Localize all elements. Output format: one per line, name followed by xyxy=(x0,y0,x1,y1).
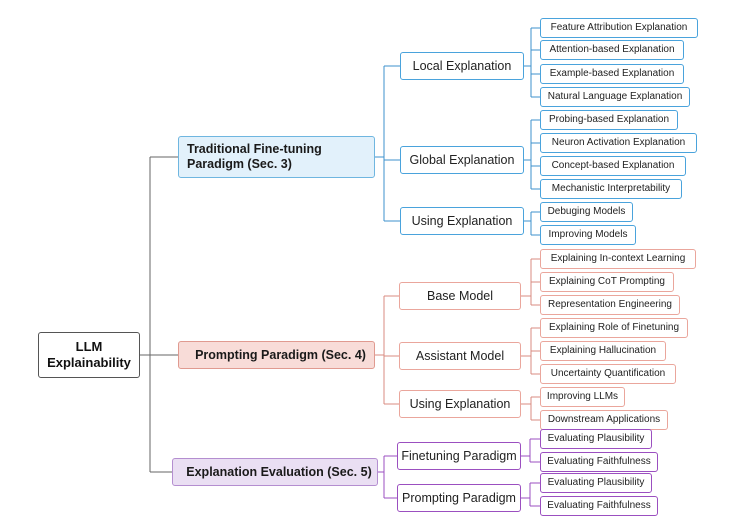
leaf-1-2-2-node-label: Neuron Activation Explanation xyxy=(551,137,686,148)
leaf-1-1-2-node: Attention-based Explanation xyxy=(540,40,684,60)
leaf-3-2-2-node: Evaluating Faithfulness xyxy=(540,496,658,516)
leaf-1-1-2-node-label: Attention-based Explanation xyxy=(549,44,675,55)
leaf-1-2-3-node-label: Concept-based Explanation xyxy=(551,160,675,171)
leaf-1-1-4-node: Natural Language Explanation xyxy=(540,87,690,107)
leaf-2-2-2-node: Explaining Hallucination xyxy=(540,341,666,361)
leaf-3-1-2-node-label: Evaluating Faithfulness xyxy=(547,456,651,467)
leaf-3-2-2-node-label: Evaluating Faithfulness xyxy=(547,500,651,511)
leaf-3-2-1-node-label: Evaluating Plausibility xyxy=(547,477,645,488)
leaf-1-2-2-node: Neuron Activation Explanation xyxy=(540,133,697,153)
branch-1-node: Traditional Fine-tuning Paradigm (Sec. 3… xyxy=(178,136,375,178)
root-node: LLM Explainability xyxy=(38,332,140,378)
branch-2-node: Prompting Paradigm (Sec. 4) xyxy=(178,341,375,369)
leaf-2-2-3-node: Uncertainty Quantification xyxy=(540,364,676,384)
leaf-3-1-1-node-label: Evaluating Plausibility xyxy=(547,433,645,444)
category-1-2-node-label: Global Explanation xyxy=(409,152,515,167)
leaf-1-2-1-node: Probing-based Explanation xyxy=(540,110,678,130)
category-3-2-node-label: Prompting Paradigm xyxy=(402,490,516,505)
category-3-2-node: Prompting Paradigm xyxy=(397,484,521,512)
category-1-3-node: Using Explanation xyxy=(400,207,524,235)
leaf-1-2-1-node-label: Probing-based Explanation xyxy=(548,114,670,125)
leaf-1-1-1-node-label: Feature Attribution Explanation xyxy=(550,22,688,33)
leaf-3-1-2-node: Evaluating Faithfulness xyxy=(540,452,658,472)
root-node-label: LLM Explainability xyxy=(47,339,131,370)
leaf-2-1-1-node-label: Explaining In-context Learning xyxy=(550,253,686,264)
leaf-1-1-3-node: Example-based Explanation xyxy=(540,64,684,84)
category-1-3-node-label: Using Explanation xyxy=(411,213,513,228)
leaf-2-3-2-node: Downstream Applications xyxy=(540,410,668,430)
leaf-2-1-2-node-label: Explaining CoT Prompting xyxy=(549,276,665,287)
leaf-1-3-1-node: Debuging Models xyxy=(540,202,633,222)
leaf-2-1-3-node-label: Representation Engineering xyxy=(548,299,672,310)
leaf-2-1-2-node: Explaining CoT Prompting xyxy=(540,272,674,292)
leaf-1-3-2-node-label: Improving Models xyxy=(548,229,628,240)
leaf-2-3-1-node: Improving LLMs xyxy=(540,387,625,407)
leaf-1-1-1-node: Feature Attribution Explanation xyxy=(540,18,698,38)
category-2-3-node-label: Using Explanation xyxy=(409,396,511,411)
branch-3-node: Explanation Evaluation (Sec. 5) xyxy=(172,458,378,486)
category-2-1-node-label: Base Model xyxy=(426,288,493,303)
leaf-2-1-3-node: Representation Engineering xyxy=(540,295,680,315)
leaf-2-2-1-node-label: Explaining Role of Finetuning xyxy=(548,322,680,333)
category-1-1-node-label: Local Explanation xyxy=(412,58,512,73)
category-2-3-node: Using Explanation xyxy=(399,390,521,418)
category-3-1-node-label: Finetuning Paradigm xyxy=(401,448,517,463)
leaf-2-3-1-node-label: Improving LLMs xyxy=(546,391,619,402)
leaf-1-2-4-node: Mechanistic Interpretability xyxy=(540,179,682,199)
leaf-1-3-1-node-label: Debuging Models xyxy=(547,206,626,217)
leaf-2-1-1-node: Explaining In-context Learning xyxy=(540,249,696,269)
category-1-1-node: Local Explanation xyxy=(400,52,524,80)
leaf-3-1-1-node: Evaluating Plausibility xyxy=(540,429,652,449)
category-2-1-node: Base Model xyxy=(399,282,521,310)
leaf-1-1-3-node-label: Example-based Explanation xyxy=(549,68,675,79)
leaf-3-2-1-node: Evaluating Plausibility xyxy=(540,473,652,493)
leaf-1-3-2-node: Improving Models xyxy=(540,225,636,245)
leaf-2-2-3-node-label: Uncertainty Quantification xyxy=(550,368,666,379)
category-1-2-node: Global Explanation xyxy=(400,146,524,174)
category-3-1-node: Finetuning Paradigm xyxy=(397,442,521,470)
leaf-1-1-4-node-label: Natural Language Explanation xyxy=(547,91,683,102)
leaf-2-3-2-node-label: Downstream Applications xyxy=(547,414,661,425)
leaf-2-2-1-node: Explaining Role of Finetuning xyxy=(540,318,688,338)
leaf-1-2-3-node: Concept-based Explanation xyxy=(540,156,686,176)
category-2-2-node: Assistant Model xyxy=(399,342,521,370)
branch-2-node-label: Prompting Paradigm (Sec. 4) xyxy=(195,347,366,362)
branch-3-node-label: Explanation Evaluation (Sec. 5) xyxy=(186,464,372,479)
leaf-1-2-4-node-label: Mechanistic Interpretability xyxy=(551,183,671,194)
branch-1-node-label: Traditional Fine-tuning Paradigm (Sec. 3… xyxy=(187,142,322,171)
leaf-2-2-2-node-label: Explaining Hallucination xyxy=(549,345,657,356)
category-2-2-node-label: Assistant Model xyxy=(415,348,505,363)
